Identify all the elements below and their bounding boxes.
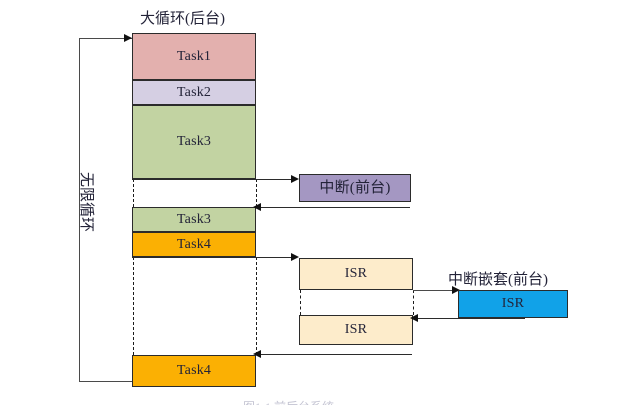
dashed-guide-isr-right	[412, 290, 414, 315]
task-block-task1[interactable]: Task1	[132, 33, 256, 80]
arrow-right-icon	[291, 174, 299, 183]
interrupt-box[interactable]: 中断(前台)	[299, 174, 411, 202]
arrow-right-icon	[291, 252, 299, 261]
infinite-loop-label: 无限循环	[78, 172, 94, 233]
arrow-left-icon	[253, 202, 261, 211]
dashed-guide-left-lower	[132, 257, 134, 355]
arrow-left-icon	[410, 313, 418, 322]
nested-isr-box[interactable]: ISR	[458, 290, 568, 318]
infinite-loop-bracket	[79, 38, 133, 382]
dashed-guide-right-upper	[255, 179, 257, 207]
isr-box-second[interactable]: ISR	[299, 315, 413, 345]
arrow-left-icon	[253, 349, 261, 358]
background-loop-title: 大循环(后台)	[140, 11, 225, 27]
dashed-guide-left-upper	[132, 179, 134, 207]
arrow-right-icon	[124, 33, 132, 42]
flow-line-from-isr	[260, 353, 412, 355]
flow-line-from-interrupt	[260, 206, 410, 208]
task-block-task4-first[interactable]: Task4	[132, 232, 256, 257]
task-block-task3-second[interactable]: Task3	[132, 207, 256, 232]
arrow-right-icon	[452, 285, 460, 294]
figure-caption: 图1-1 前后台系统	[243, 398, 334, 405]
flow-line-to-isr	[132, 256, 294, 258]
dashed-guide-isr-left	[299, 290, 301, 315]
flow-line-to-interrupt	[132, 178, 294, 180]
nested-interrupt-title: 中断嵌套(前台)	[448, 272, 548, 288]
flow-line-to-nested-isr	[413, 289, 455, 291]
task-block-task3-first[interactable]: Task3	[132, 105, 256, 179]
task-block-task4-second[interactable]: Task4	[132, 355, 256, 387]
dashed-guide-right-lower	[255, 257, 257, 355]
task-block-task2[interactable]: Task2	[132, 80, 256, 105]
flow-line-from-nested-isr	[417, 317, 525, 319]
isr-box-first[interactable]: ISR	[299, 258, 413, 290]
